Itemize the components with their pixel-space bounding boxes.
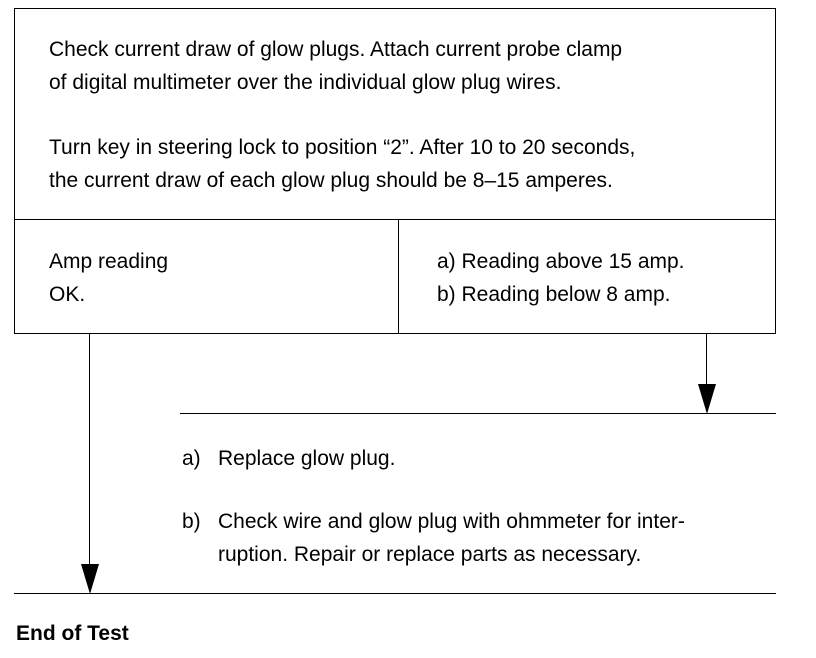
- result-ok-line: Amp reading: [49, 250, 169, 273]
- remedy-line: Check wire and glow plug with ohmmeter f…: [218, 510, 685, 533]
- result-fault-cell: a) Reading above 15 amp. b) Reading belo…: [437, 245, 685, 311]
- remedy-line: ruption. Repair or replace parts as nece…: [218, 543, 642, 566]
- instruction-current-draw: Check current draw of glow plugs. Attach…: [49, 33, 622, 99]
- remedies-separator: [180, 413, 776, 414]
- test-step-box: Check current draw of glow plugs. Attach…: [14, 8, 776, 334]
- remedy-line: Replace glow plug.: [218, 447, 396, 470]
- fault-flow-line: [706, 334, 707, 386]
- instruction-line: Turn key in steering lock to position “2…: [49, 136, 636, 159]
- instruction-line: Check current draw of glow plugs. Attach…: [49, 38, 623, 61]
- instruction-line: of digital multimeter over the individua…: [49, 71, 562, 94]
- end-of-test-label: End of Test: [16, 622, 129, 645]
- instruction-key-position: Turn key in steering lock to position “2…: [49, 131, 635, 197]
- end-separator: [14, 593, 776, 594]
- result-ok-cell: Amp reading OK.: [49, 245, 168, 311]
- box-divider-vertical: [398, 219, 399, 333]
- ok-flow-line: [89, 334, 90, 566]
- instruction-line: the current draw of each glow plug shoul…: [49, 169, 613, 192]
- remedy-item-b: b) Check wire and glow plug with ohmmete…: [182, 505, 776, 571]
- ok-flow-arrow-icon: [81, 564, 99, 594]
- fault-flow-arrow-icon: [698, 384, 716, 414]
- result-fault-line: b) Reading below 8 amp.: [437, 283, 671, 306]
- remedy-label: b): [182, 510, 201, 533]
- remedy-label: a): [182, 447, 201, 470]
- box-divider-horizontal: [15, 219, 775, 220]
- remedy-item-a: a) Replace glow plug.: [182, 442, 776, 475]
- remedy-text: Check wire and glow plug with ohmmeter f…: [218, 505, 685, 571]
- result-ok-line: OK.: [49, 283, 86, 306]
- result-fault-line: a) Reading above 15 amp.: [437, 250, 685, 273]
- remedy-text: Replace glow plug.: [218, 442, 395, 475]
